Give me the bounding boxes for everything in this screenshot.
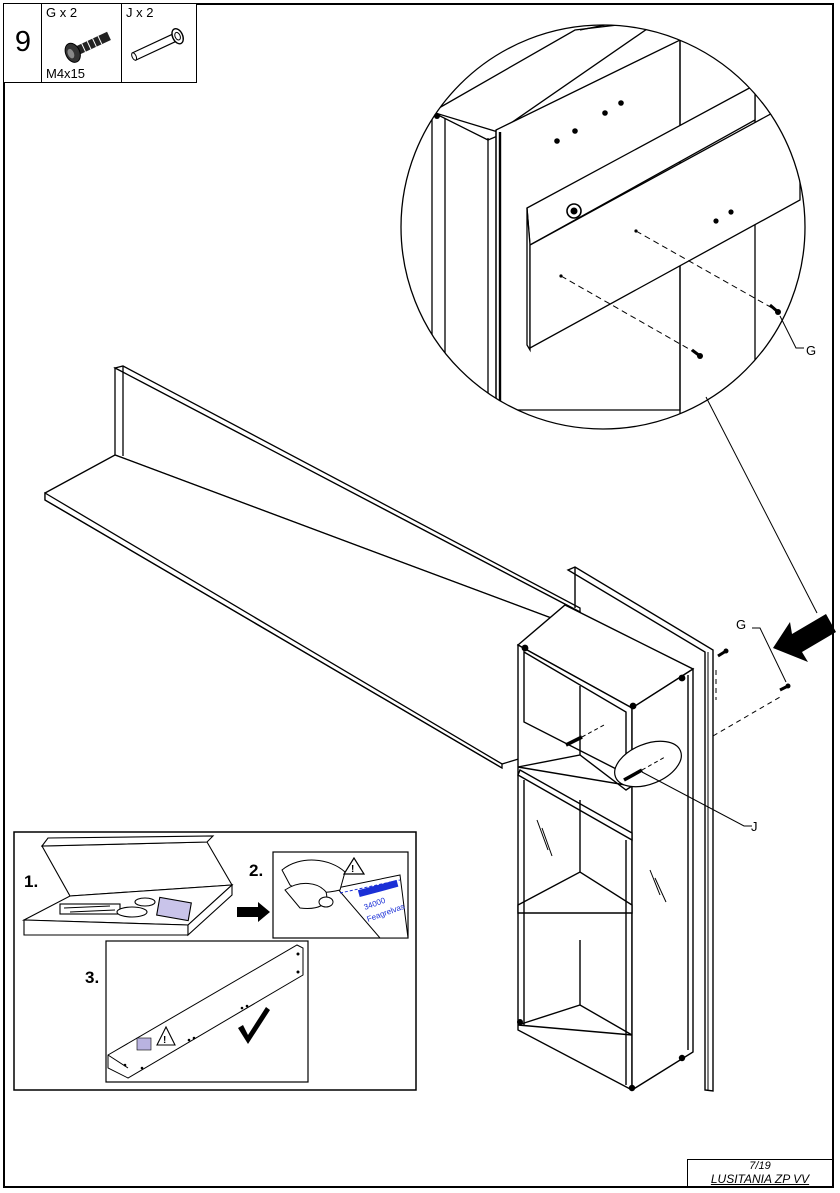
tall-cabinet	[516, 566, 714, 1092]
inset-step-1: 1.	[24, 872, 38, 891]
step-number: 9	[14, 26, 32, 58]
assembly-callout-j: J	[751, 819, 758, 834]
dowel-j-2	[623, 756, 666, 782]
page-frame	[3, 3, 834, 1188]
remove-label-illustration: 34000 Feagrelvas !	[272, 851, 409, 939]
step-cell: 9	[4, 4, 42, 82]
svg-text:!: !	[163, 1035, 166, 1046]
part-g-size: M4x15	[46, 66, 86, 81]
document-title: LUSITANIA ZP VV	[710, 1172, 810, 1186]
part-g: G x 2 M4x15	[42, 4, 122, 82]
dowel-j-1	[565, 724, 605, 747]
assembly-screws-g	[712, 627, 791, 737]
detail-magnifier: G	[400, 24, 816, 430]
inset-step-3: 3.	[85, 968, 99, 987]
detail-connector-line	[705, 396, 818, 614]
detail-screw-g-1	[691, 348, 703, 359]
checkmark-icon	[238, 1007, 270, 1044]
open-package-illustration	[21, 835, 234, 937]
warning-icon	[342, 856, 366, 875]
page-counter: 7/19	[749, 1160, 771, 1172]
screw-icon	[64, 31, 111, 63]
part-j-quantity: J x 2	[126, 5, 154, 20]
direction-arrow-icon	[773, 614, 836, 662]
detail-callout-g: G	[806, 343, 816, 358]
panel-check-illustration: !	[105, 940, 309, 1083]
part-j: J x 2	[122, 4, 196, 82]
wall-shelf	[44, 365, 581, 770]
detail-screw-g-2	[769, 303, 781, 315]
assembly-callout-g: G	[736, 617, 746, 632]
footer: 7/19 LUSITANIA ZP VV	[687, 1159, 832, 1188]
part-g-quantity: G x 2	[46, 5, 78, 20]
inset-arrow-icon	[237, 902, 270, 922]
inset-step-2: 2.	[249, 861, 263, 880]
instruction-inset: 1. 2. 3. 34000 Feagrelvas	[13, 831, 417, 1091]
dowel-pin-icon	[131, 27, 184, 61]
svg-text:!: !	[351, 864, 354, 875]
parts-list: 9 G x 2 M4x15 J x 2	[3, 3, 197, 83]
